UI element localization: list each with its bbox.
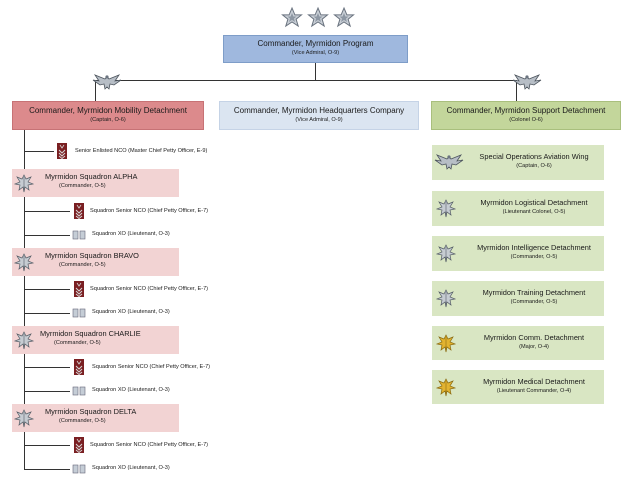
squadron-bravo-box — [12, 248, 179, 276]
squadron-alpha-box — [12, 169, 179, 197]
mobility-title: Commander, Myrmidon Mobility Detachment — [29, 106, 187, 115]
three-star-insignia-icon — [282, 7, 354, 27]
oak-leaf-icon — [14, 409, 34, 428]
squadron-bravo-nco: Squadron Senior NCO (Chief Petty Officer… — [90, 286, 209, 292]
support-unit-intelligence-box — [432, 236, 604, 271]
gold-oak-leaf-icon — [436, 334, 456, 353]
connector — [24, 130, 25, 470]
squadron-bravo-xo: Squadron XO (Lieutenant, O-3) — [92, 309, 170, 315]
support-unit-training-text: Myrmidon Training Detachment (Commander,… — [464, 288, 604, 306]
support-unit-intelligence-text: Myrmidon Intelligence Detachment (Comman… — [464, 243, 604, 261]
squadron-delta-box — [12, 404, 179, 432]
support-unit-intelligence-name: Myrmidon Intelligence Detachment — [477, 243, 591, 252]
squadron-charlie-xo: Squadron XO (Lieutenant, O-3) — [92, 387, 170, 393]
support-unit-logistical-rank: (Lieutenant Colonel, O-5) — [502, 209, 566, 215]
mobility-detachment-box: Commander, Myrmidon Mobility Detachment … — [12, 101, 204, 130]
squadron-delta-xo: Squadron XO (Lieutenant, O-3) — [92, 465, 170, 471]
master-chief-rating-badge-icon — [56, 142, 68, 160]
hq-company-box: Commander, Myrmidon Headquarters Company… — [219, 101, 419, 130]
support-unit-training-rank: (Commander, O-5) — [510, 299, 558, 305]
squadron-bravo-text: Myrmidon Squadron BRAVO (Commander, O-5) — [45, 251, 139, 269]
hq-rank: (Vice Admiral, O-9) — [295, 117, 343, 123]
silver-oak-leaf-icon — [436, 199, 456, 218]
squadron-alpha-nco: Squadron Senior NCO (Chief Petty Officer… — [90, 208, 209, 214]
squadron-charlie-box — [12, 326, 179, 354]
hq-title: Commander, Myrmidon Headquarters Company — [233, 106, 405, 115]
squadron-delta-text: Myrmidon Squadron DELTA (Commander, O-5) — [45, 407, 136, 425]
program-commander-box: Commander, Myrmidon Program (Vice Admira… — [223, 35, 408, 63]
connector — [95, 80, 517, 81]
support-unit-medical-text: Myrmidon Medical Detachment (Lieutenant … — [464, 377, 604, 395]
squadron-alpha-xo: Squadron XO (Lieutenant, O-3) — [92, 231, 170, 237]
support-unit-intelligence-rank: (Commander, O-5) — [510, 254, 558, 260]
support-unit-medical-rank: (Lieutenant Commander, O-4) — [496, 388, 572, 394]
mobility-rank: (Captain, O-6) — [90, 117, 126, 123]
squadron-delta-rank: (Commander, O-5) — [59, 418, 106, 424]
squadron-delta-name: Myrmidon Squadron DELTA — [45, 407, 137, 416]
lieutenant-bars-icon — [72, 464, 86, 474]
support-unit-logistical-text: Myrmidon Logistical Detachment (Lieutena… — [464, 198, 604, 216]
squadron-alpha-text: Myrmidon Squadron ALPHA (Commander, O-5) — [45, 172, 137, 190]
support-unit-comm-text: Myrmidon Comm. Detachment (Major, O-4) — [464, 333, 604, 351]
squadron-alpha-name: Myrmidon Squadron ALPHA — [45, 172, 138, 181]
connector — [24, 235, 70, 236]
connector — [315, 63, 316, 80]
silver-oak-leaf-icon — [436, 244, 456, 263]
support-unit-aviation-name: Special Operations Aviation Wing — [479, 152, 589, 161]
support-unit-logistical-name: Myrmidon Logistical Detachment — [480, 198, 588, 207]
support-unit-medical-box — [432, 370, 604, 404]
program-commander-rank: (Vice Admiral, O-9) — [291, 50, 340, 56]
chief-rating-badge-icon — [73, 358, 85, 376]
connector — [95, 80, 96, 101]
squadron-bravo-rank: (Commander, O-5) — [59, 262, 106, 268]
support-unit-comm-name: Myrmidon Comm. Detachment — [483, 333, 585, 342]
connector — [24, 211, 70, 212]
support-unit-aviation-text: Special Operations Aviation Wing (Captai… — [464, 152, 604, 170]
lieutenant-bars-icon — [72, 308, 86, 318]
squadron-charlie-nco: Squadron Senior NCO (Chief Petty Officer… — [92, 364, 211, 370]
chief-rating-badge-icon — [73, 280, 85, 298]
support-rank: (Colonel O-6) — [509, 117, 543, 123]
connector — [24, 469, 70, 470]
chief-rating-badge-icon — [73, 436, 85, 454]
support-title: Commander, Myrmidon Support Detachment — [446, 106, 606, 115]
program-commander-title: Commander, Myrmidon Program — [257, 39, 374, 48]
connector — [24, 313, 70, 314]
squadron-bravo-name: Myrmidon Squadron BRAVO — [45, 251, 139, 260]
connector — [24, 367, 70, 368]
chief-rating-badge-icon — [73, 202, 85, 220]
connector — [24, 151, 54, 152]
support-unit-comm-box — [432, 326, 604, 360]
support-unit-medical-name: Myrmidon Medical Detachment — [483, 377, 585, 386]
squadron-charlie-name: Myrmidon Squadron CHARLIE — [40, 329, 141, 338]
support-unit-aviation-rank: (Captain, O-6) — [516, 163, 552, 169]
support-unit-aviation-box — [432, 145, 604, 180]
oak-leaf-icon — [14, 253, 34, 272]
lieutenant-bars-icon — [72, 386, 86, 396]
support-unit-training-box — [432, 281, 604, 316]
support-unit-logistical-box — [432, 191, 604, 226]
connector — [24, 445, 70, 446]
connector — [516, 80, 517, 101]
support-unit-training-name: Myrmidon Training Detachment — [482, 288, 586, 297]
oak-leaf-icon — [14, 331, 34, 350]
silver-oak-leaf-icon — [436, 289, 456, 308]
eagle-icon — [92, 74, 122, 90]
eagle-icon — [434, 154, 464, 170]
support-detachment-box: Commander, Myrmidon Support Detachment (… — [431, 101, 621, 130]
support-unit-comm-rank: (Major, O-4) — [519, 344, 549, 350]
squadron-charlie-rank: (Commander, O-5) — [54, 340, 101, 346]
squadron-delta-nco: Squadron Senior NCO (Chief Petty Officer… — [90, 442, 209, 448]
eagle-icon — [512, 74, 542, 90]
gold-oak-leaf-icon — [436, 378, 456, 397]
connector — [24, 391, 70, 392]
oak-leaf-icon — [14, 174, 34, 193]
connector — [24, 289, 70, 290]
lieutenant-bars-icon — [72, 230, 86, 240]
squadron-charlie-text: Myrmidon Squadron CHARLIE (Commander, O-… — [40, 329, 141, 347]
squadron-alpha-rank: (Commander, O-5) — [59, 183, 106, 189]
senior-enlisted-label: Senior Enlisted NCO (Master Chief Petty … — [75, 148, 208, 154]
